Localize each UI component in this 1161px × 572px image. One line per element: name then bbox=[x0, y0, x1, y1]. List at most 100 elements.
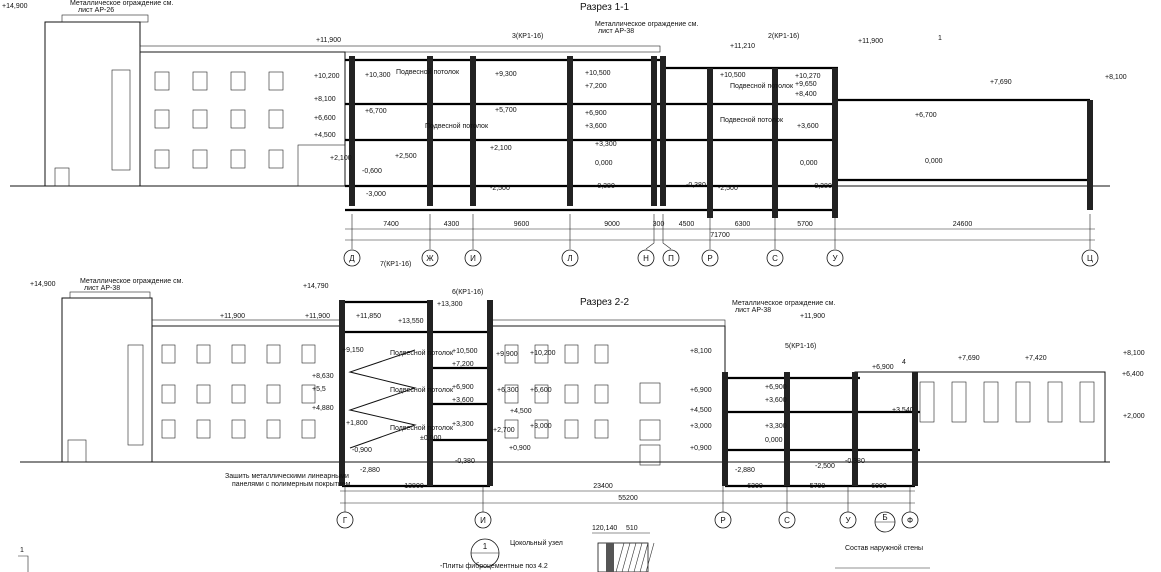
node-note: -Плиты фиброцементные поз 4.2 bbox=[440, 562, 548, 570]
window bbox=[231, 419, 246, 439]
level-mark: +13,550 bbox=[398, 318, 424, 325]
level-mark: +9,150 bbox=[342, 347, 364, 354]
wall bbox=[487, 300, 493, 486]
level-mark: +7,200 bbox=[452, 361, 474, 368]
note: Металлическое ограждение см. bbox=[732, 300, 835, 307]
level-mark: +8,400 bbox=[795, 91, 817, 98]
axis-marker bbox=[714, 511, 732, 529]
level-mark: +3,600 bbox=[585, 123, 607, 130]
level-mark: +9,300 bbox=[495, 71, 517, 78]
label: Подвесной потолок bbox=[730, 82, 794, 90]
door bbox=[67, 439, 87, 463]
level-mark: -0,900 bbox=[352, 447, 372, 454]
dimension: 510 bbox=[626, 525, 638, 532]
left-tower bbox=[61, 297, 153, 463]
level-mark: +6,600 bbox=[530, 387, 552, 394]
axis-marker bbox=[701, 249, 719, 267]
level-mark: 0,000 bbox=[800, 160, 818, 167]
mark: 7(КР1-16) bbox=[380, 261, 411, 268]
level-mark: +4,880 bbox=[312, 405, 334, 412]
stair-window bbox=[127, 344, 144, 446]
details: 1 Цокольный узел -Плиты фиброцементные п… bbox=[18, 511, 930, 572]
note: Металлическое ограждение см. bbox=[80, 278, 183, 285]
window bbox=[504, 384, 519, 404]
level-mark: +3,300 bbox=[765, 423, 787, 430]
window bbox=[301, 419, 316, 439]
window bbox=[230, 71, 246, 91]
window bbox=[594, 384, 609, 404]
window bbox=[594, 419, 609, 439]
column bbox=[832, 68, 838, 218]
door bbox=[54, 167, 70, 187]
window bbox=[196, 419, 211, 439]
dimension: 7400 bbox=[383, 221, 399, 228]
level-mark: +3,540 bbox=[892, 407, 914, 414]
roof-fence bbox=[139, 45, 661, 53]
level-mark: +10,200 bbox=[530, 350, 556, 357]
window bbox=[192, 149, 208, 169]
level-mark: +7,200 bbox=[585, 83, 607, 90]
mark: 5(КР1-16) bbox=[785, 343, 816, 350]
axis-label: П bbox=[668, 254, 674, 263]
total-dimension: 55200 bbox=[618, 495, 638, 502]
axis-label: Р bbox=[720, 516, 725, 525]
axis-label: У bbox=[832, 254, 838, 263]
wall-title: Состав наружной стены bbox=[845, 544, 923, 552]
level-mark: 0,000 bbox=[595, 160, 613, 167]
window bbox=[266, 344, 281, 364]
dimension: 9600 bbox=[514, 221, 530, 228]
window bbox=[301, 344, 316, 364]
level-mark: +2,100 bbox=[330, 155, 352, 162]
column bbox=[1087, 100, 1093, 210]
dimension: 23400 bbox=[593, 483, 613, 490]
window bbox=[161, 384, 176, 404]
column bbox=[660, 56, 666, 206]
level-mark: +11,850 bbox=[356, 313, 381, 320]
wall bbox=[912, 372, 918, 486]
axis-label: Л bbox=[567, 254, 572, 263]
wall bbox=[784, 372, 790, 486]
mark: 2(КР1-16) bbox=[768, 33, 799, 40]
level-mark: +3,300 bbox=[595, 141, 617, 148]
dimension: 24600 bbox=[953, 221, 973, 228]
dimension: 300 bbox=[653, 221, 665, 228]
right-block bbox=[854, 371, 1106, 463]
level-mark: +7,690 bbox=[990, 79, 1012, 86]
window bbox=[266, 419, 281, 439]
window bbox=[534, 419, 549, 439]
wall bbox=[722, 372, 728, 486]
axis-label: С bbox=[784, 516, 790, 525]
level-mark: +3,600 bbox=[765, 397, 787, 404]
level-mark: +13,300 bbox=[437, 301, 463, 308]
level-mark: +2,700 bbox=[493, 427, 515, 434]
wall-mark: Б bbox=[882, 513, 887, 522]
section-cut-2 bbox=[342, 300, 920, 488]
level-mark: +10,270 bbox=[795, 73, 821, 80]
dimension: 6300 bbox=[747, 483, 763, 490]
corner-mark: 1 bbox=[20, 547, 24, 554]
level-mark: +11,900 bbox=[800, 313, 825, 320]
level-mark: +8,630 bbox=[312, 373, 334, 380]
roof-fence bbox=[151, 319, 343, 327]
note: лист АР-38 bbox=[735, 307, 771, 314]
section-2-title: Разрез 2-2 bbox=[580, 297, 630, 308]
level-mark: +9,650 bbox=[795, 81, 817, 88]
window bbox=[1015, 381, 1031, 423]
level-mark: +5,5 bbox=[312, 386, 326, 393]
wall bbox=[339, 300, 345, 486]
axis-label: Д bbox=[349, 254, 355, 263]
middle-block bbox=[489, 325, 726, 463]
label: Подвесной потолок bbox=[390, 349, 454, 357]
axis-marker bbox=[826, 249, 844, 267]
level-mark: +8,100 bbox=[1105, 74, 1127, 81]
dimension: 13800 bbox=[404, 483, 424, 490]
label: Подвесной потолок bbox=[396, 68, 460, 76]
axis-marker bbox=[464, 249, 482, 267]
level-mark: ±0,000 bbox=[420, 435, 441, 442]
window bbox=[192, 71, 208, 91]
note: лист АР-38 bbox=[84, 285, 120, 292]
level-mark: +3,600 bbox=[452, 397, 474, 404]
dimension: 6000 bbox=[871, 483, 887, 490]
label: Подвесной потолок bbox=[390, 386, 454, 394]
level-mark: +11,900 bbox=[220, 313, 245, 320]
